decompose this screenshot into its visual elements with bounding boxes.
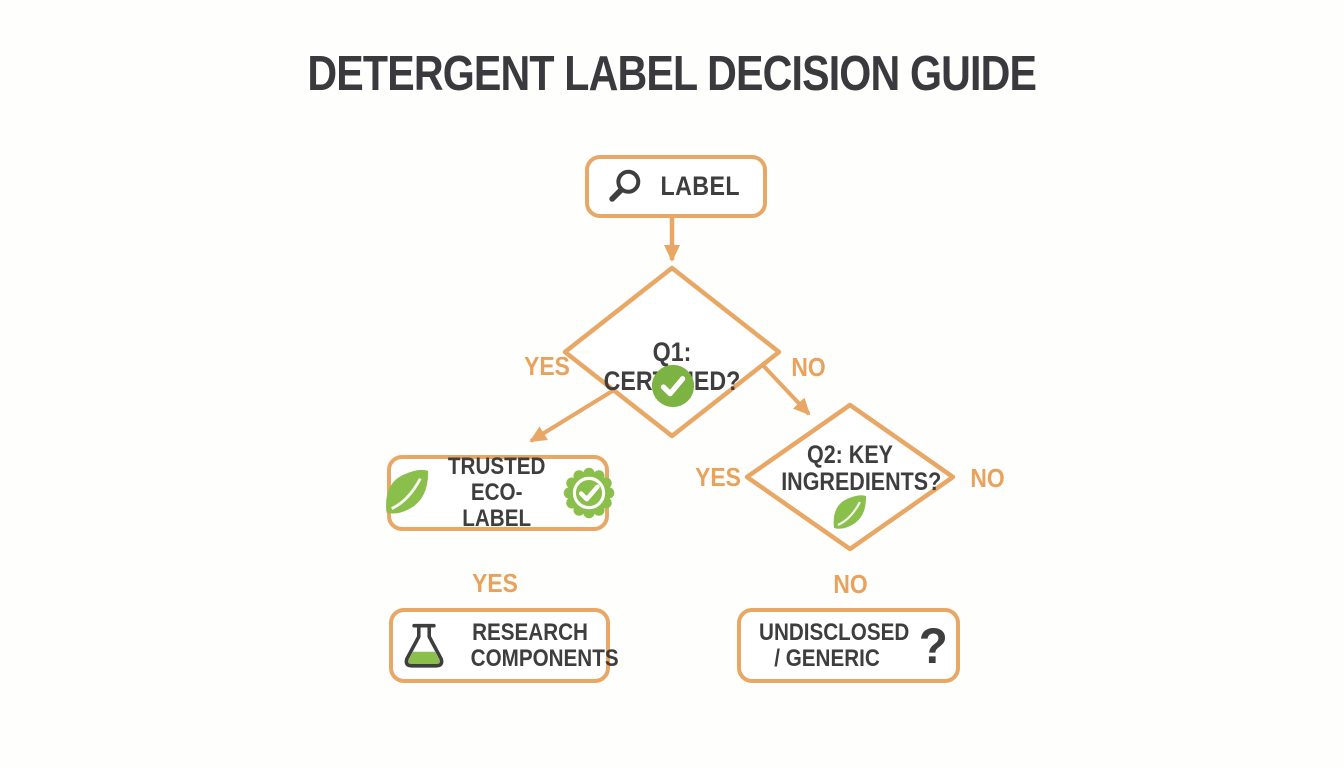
undisclosed-generic-text: UNDISCLOSED / GENERIC	[759, 618, 910, 672]
outcome-trusted-eco-label: TRUSTED ECO-LABEL	[386, 453, 614, 532]
research-components-text: RESEARCH COMPONENTS	[470, 618, 619, 672]
arrow-q1-yes-to-trusted	[529, 388, 616, 443]
seal-check-icon	[563, 467, 614, 519]
leaf-icon	[833, 495, 867, 529]
trusted-eco-label-text: TRUSTED ECO-LABEL	[448, 453, 546, 532]
branch-yes-label-bottom: YES	[472, 568, 518, 598]
flask-icon	[404, 623, 443, 668]
q1-diamond-shape	[562, 265, 782, 439]
magnifier-icon	[609, 169, 641, 202]
q1-yes-label: YES	[524, 351, 570, 381]
check-circle-icon	[651, 364, 695, 408]
outcome-research-components: RESEARCH COMPONENTS	[389, 608, 619, 683]
q2-diamond-shape	[744, 402, 956, 552]
q2-question-text: Q2: KEY INGREDIENTS?	[781, 441, 942, 496]
leaf-icon	[386, 469, 429, 514]
question-mark-icon: ?	[918, 617, 949, 674]
start-node-text: LABEL	[660, 170, 740, 201]
q2-yes-label: YES	[695, 462, 741, 492]
q2-no-label: NO	[970, 463, 1005, 493]
q2-content: Q2: KEY INGREDIENTS?	[760, 441, 942, 496]
q1-no-label: NO	[791, 352, 826, 382]
outcome-undisclosed-generic: UNDISCLOSED / GENERIC ?	[737, 608, 960, 683]
page-title: DETERGENT LABEL DECISION GUIDE	[307, 47, 1038, 101]
start-node-label: LABEL	[585, 155, 767, 218]
arrow-q1-no-to-q2	[754, 356, 811, 416]
branch-no-label-bottom: NO	[833, 569, 868, 599]
